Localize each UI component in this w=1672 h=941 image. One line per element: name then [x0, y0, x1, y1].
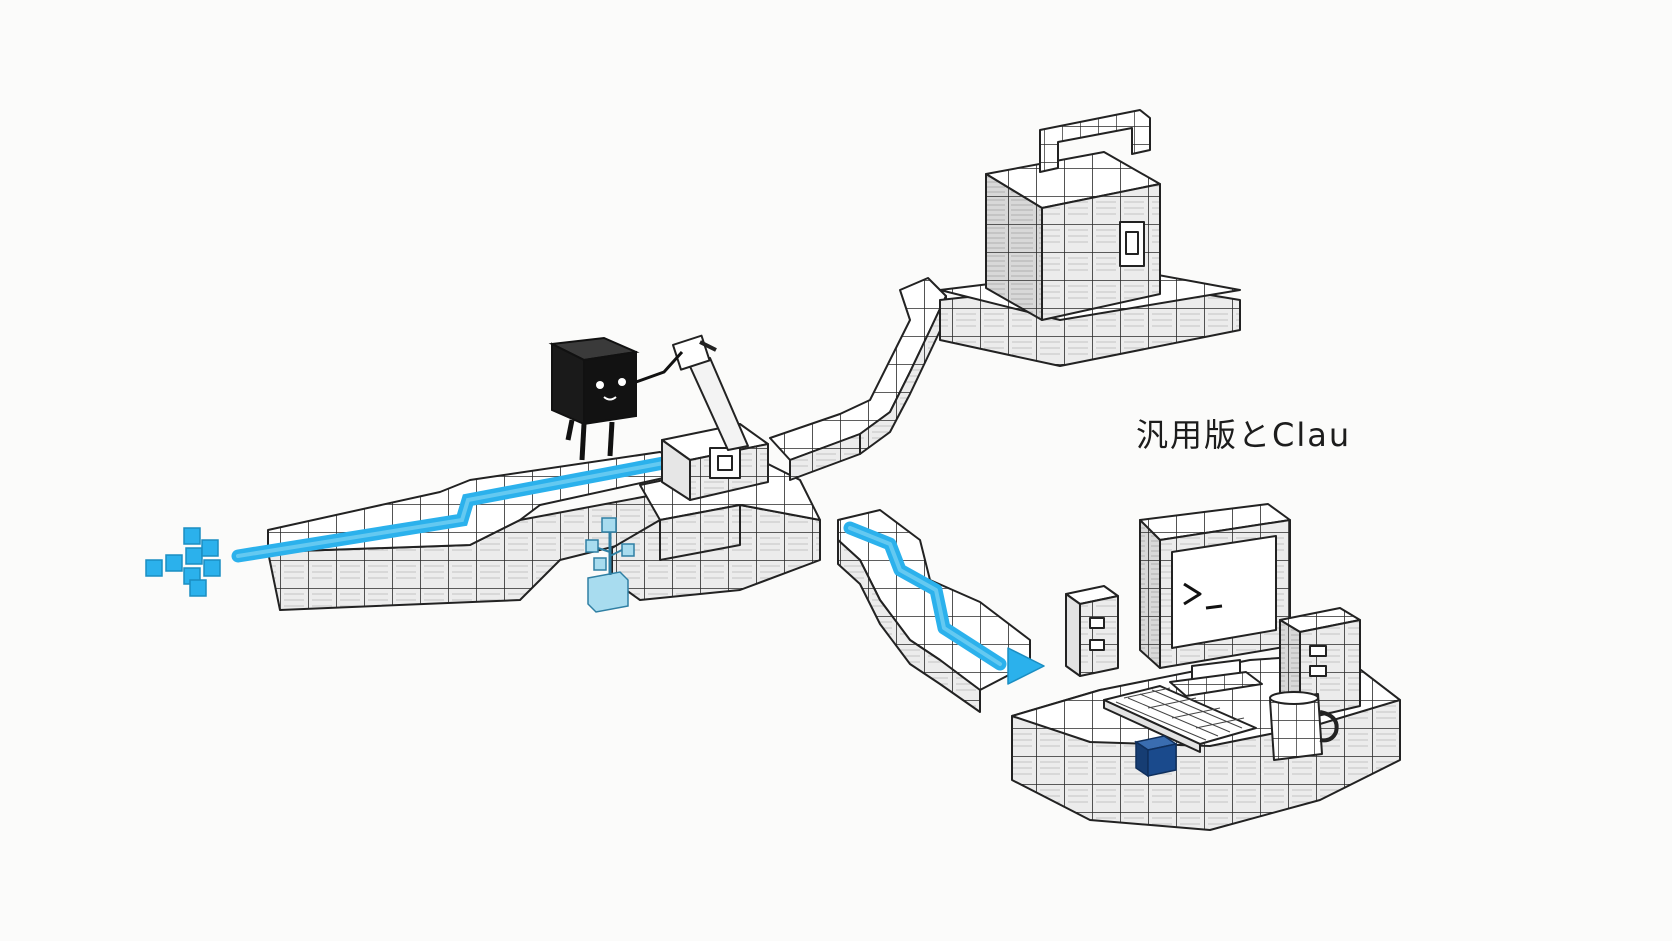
computer-icon: [1139, 503, 1291, 697]
toolbox-icon: [939, 109, 1241, 367]
keyboard-icon: [1103, 685, 1257, 753]
plant-icon: [585, 517, 635, 613]
caption-text: 汎用版とClau: [1136, 416, 1352, 454]
input-flow-line: [231, 451, 697, 563]
computer-tower-left: [1065, 585, 1119, 677]
mug-icon: [1269, 691, 1339, 761]
output-flow-line: [843, 521, 1045, 685]
blue-cube-icon: [1134, 735, 1178, 778]
robot-character-icon: [548, 336, 684, 461]
arrow-icon: [145, 527, 221, 597]
lever-icon: [661, 334, 769, 501]
terminal-prompt-icon: [1183, 582, 1223, 610]
upper-path: [769, 277, 947, 481]
